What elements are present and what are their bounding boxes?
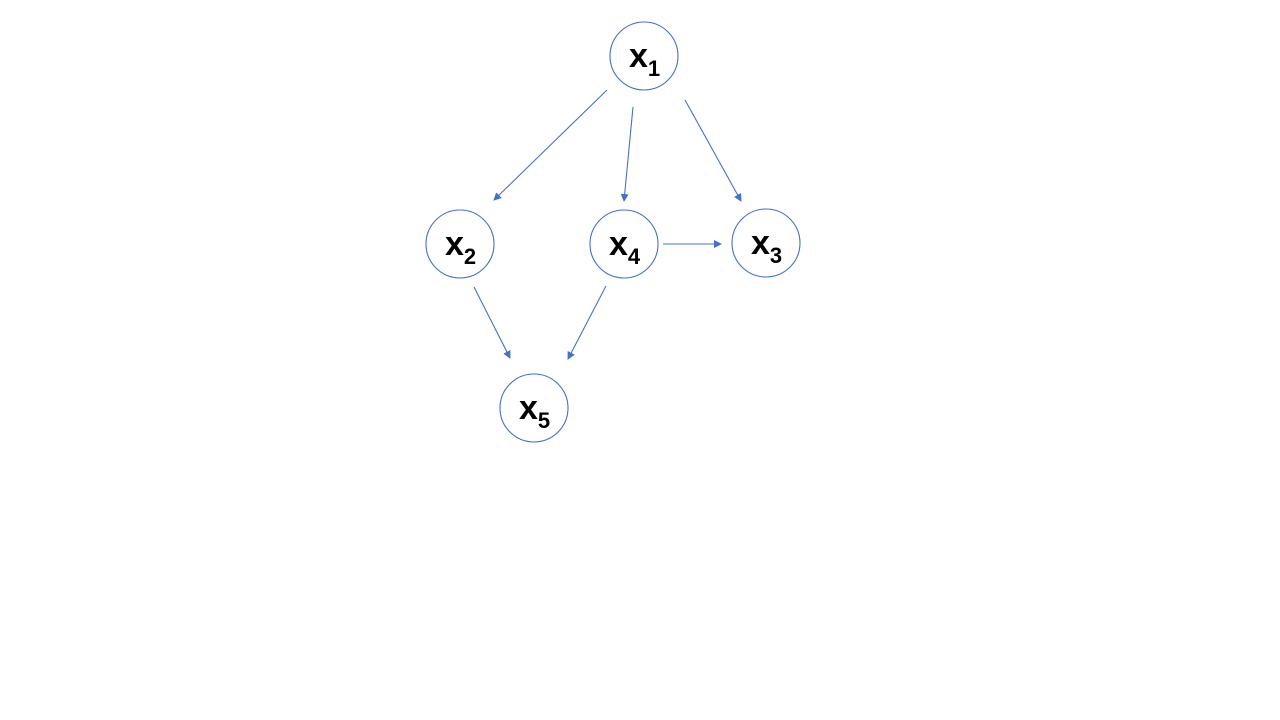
node-x4: x4	[589, 209, 659, 279]
edge-x1-to-x4	[620, 106, 634, 202]
edges-layer	[473, 89, 742, 360]
node-label-x1: x1	[629, 37, 660, 81]
node-label-subscript: 1	[648, 56, 660, 81]
node-label-base: x	[445, 225, 464, 263]
node-circle-x2	[425, 209, 495, 279]
node-circle-x3	[731, 208, 801, 278]
node-label-base: x	[609, 225, 628, 263]
node-label-x3: x3	[751, 224, 782, 268]
node-label-subscript: 4	[628, 244, 641, 269]
node-label-base: x	[751, 224, 770, 262]
node-x2: x2	[425, 209, 495, 279]
node-label-x2: x2	[445, 225, 476, 269]
node-x5: x5	[499, 373, 569, 443]
node-circle-x4	[589, 209, 659, 279]
node-circle-x1	[609, 21, 679, 91]
edge-x4-to-x5	[567, 285, 607, 360]
node-label-base: x	[629, 37, 648, 75]
node-label-base: x	[519, 389, 538, 427]
edge-x2-to-x5	[473, 286, 511, 359]
node-label-subscript: 2	[464, 244, 476, 269]
node-label-subscript: 5	[538, 408, 550, 433]
edge-x1-to-x3	[684, 99, 742, 202]
node-label-x5: x5	[519, 389, 550, 433]
node-label-x4: x4	[609, 225, 641, 269]
node-circle-x5	[499, 373, 569, 443]
node-x3: x3	[731, 208, 801, 278]
edge-x1-to-x2	[493, 89, 608, 201]
node-x1: x1	[609, 21, 679, 91]
node-label-subscript: 3	[770, 243, 782, 268]
